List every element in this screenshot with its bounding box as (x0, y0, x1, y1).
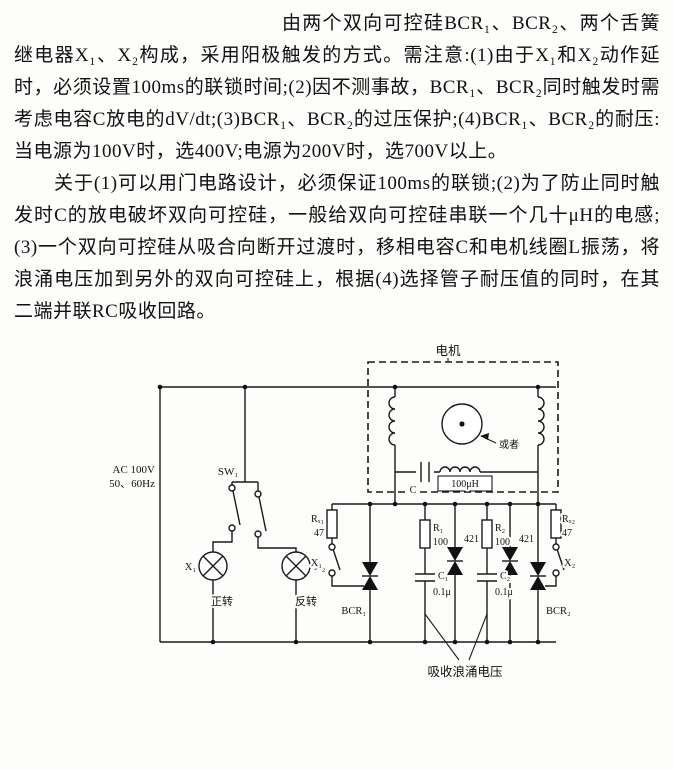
r2-value-label: 100 (495, 537, 510, 548)
x2-coil-label: X₂ (314, 562, 326, 573)
surge-absorber-2-icon (502, 547, 518, 575)
x1-contact-label: X₁ (311, 558, 322, 569)
varistor1-label: 421 (464, 534, 479, 545)
r1-value-label: 100 (433, 537, 448, 548)
right-winding-coil-icon (537, 396, 545, 446)
circuit-diagram: 电机 或者 C 100μH AC 100V 50、60Hz SW₁ X₁ X₂ … (107, 342, 577, 681)
inductor-value-label: 100μH (451, 479, 479, 490)
varistor2-label: 421 (519, 534, 534, 545)
r2-label: R₂ (495, 523, 505, 534)
relay-coil-x2-icon (281, 551, 311, 581)
ac-source-label-1: AC 100V (113, 464, 156, 476)
r1-label: R₁ (433, 523, 443, 534)
reverse-label: 反转 (295, 594, 317, 608)
c2-value-label: 0.1μ (495, 587, 513, 598)
left-winding-coil-icon (388, 396, 396, 446)
rx1-label: Rₓ₁ (311, 514, 324, 525)
rx2-value-label: 47 (562, 528, 572, 539)
surge-annotation-leaders (424, 613, 488, 661)
resistor-rx1-icon (326, 509, 338, 539)
or-arrow-icon (480, 433, 497, 444)
x1-coil-label: X₁ (185, 562, 196, 573)
capacitor-c-label: C (410, 485, 417, 496)
c2-label: C₂ (500, 571, 510, 582)
surge-label: 吸收浪涌电压 (427, 664, 502, 679)
x2-contact-label: X₂ (564, 558, 576, 569)
rx2-label: Rₓ₂ (562, 514, 575, 525)
paragraph-design-notes: 关于(1)可以用门电路设计，必须保证100ms的联锁;(2)为了防止同时触发时C… (14, 173, 660, 322)
surge-absorber-1-icon (447, 547, 463, 575)
triac-bcr2-icon (530, 562, 546, 590)
c1-value-label: 0.1μ (433, 587, 451, 598)
body-text: 由两个双向可控硅BCR₁、BCR₂、两个舌簧继电器X₁、X₂构成，采用阳极触发的… (0, 0, 674, 328)
bcr2-label: BCR₂ (546, 606, 571, 617)
junction-dots (157, 384, 541, 645)
inductor-100uh-icon (439, 466, 481, 473)
rx1-value-label: 47 (314, 528, 324, 539)
reed-contact-x2-icon (552, 543, 565, 577)
capacitor-c1-icon (415, 573, 435, 582)
sw1-label: SW₁ (218, 466, 239, 478)
triac-bcr1-icon (362, 562, 378, 590)
motor-enclosure-box (367, 361, 559, 493)
paragraph-circuit-description: 由两个双向可控硅BCR₁、BCR₂、两个舌簧继电器X₁、X₂构成，采用阳极触发的… (14, 13, 660, 162)
reed-contact-x1-icon (328, 543, 341, 577)
relay-coil-x1-icon (198, 551, 228, 581)
inductor-value-frame (437, 475, 493, 492)
bcr1-label: BCR₁ (341, 606, 366, 617)
or-label: 或者 (499, 439, 519, 451)
switch-sw1-icon (228, 484, 267, 538)
resistor-rx2-icon (550, 509, 562, 539)
capacitor-c-icon (420, 462, 430, 482)
resistor-r2-icon (481, 519, 493, 549)
resistor-r1-icon (419, 519, 431, 549)
capacitor-c2-icon (477, 573, 497, 582)
forward-label: 正转 (211, 594, 233, 608)
motor-label: 电机 (435, 344, 461, 358)
ac-source-label-2: 50、60Hz (109, 478, 155, 490)
c1-label: C₁ (438, 571, 448, 582)
motor-symbol-icon (441, 403, 483, 445)
